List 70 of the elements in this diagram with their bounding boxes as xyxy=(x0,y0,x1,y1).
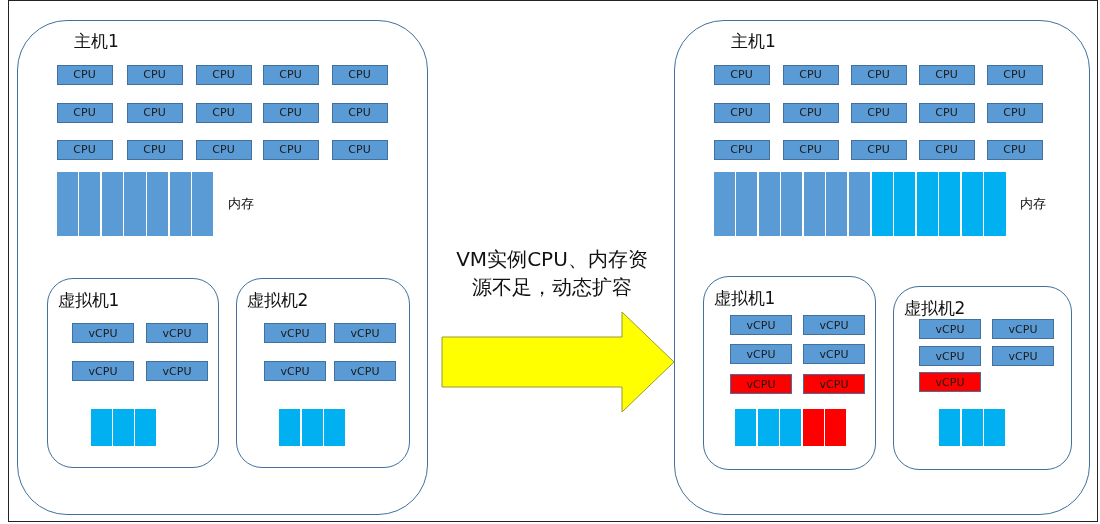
vm-box xyxy=(702,275,876,470)
host-title: 主机1 xyxy=(74,30,119,53)
memory-bar xyxy=(56,171,214,236)
cpu-chip: CPU xyxy=(195,139,252,160)
host-box xyxy=(674,20,1090,515)
vcpu-chip: vCPU xyxy=(264,361,326,381)
vm-title: 虚拟机2 xyxy=(246,288,309,312)
cpu-chip: CPU xyxy=(918,102,975,123)
memory-bar xyxy=(735,409,846,446)
cpu-chip: CPU xyxy=(331,139,388,160)
cpu-chip: CPU xyxy=(331,64,388,85)
cpu-chip: CPU xyxy=(782,64,839,85)
vcpu-chip: vCPU xyxy=(803,315,865,335)
cpu-chip: CPU xyxy=(195,102,252,123)
vcpu-chip: vCPU xyxy=(72,323,134,343)
cpu-chip: CPU xyxy=(262,102,319,123)
vcpu-chip: vCPU xyxy=(919,319,981,339)
cpu-chip: CPU xyxy=(713,64,770,85)
cpu-chip: CPU xyxy=(262,139,319,160)
cpu-chip: CPU xyxy=(126,139,183,160)
vm-title: 虚拟机2 xyxy=(903,296,966,320)
cpu-chip: CPU xyxy=(782,139,839,160)
cpu-chip: CPU xyxy=(56,139,113,160)
vcpu-chip: vCPU xyxy=(803,374,865,394)
cpu-chip: CPU xyxy=(850,102,907,123)
host-title: 主机1 xyxy=(731,30,776,53)
cpu-chip: CPU xyxy=(713,102,770,123)
vcpu-chip: vCPU xyxy=(146,361,208,381)
cpu-chip: CPU xyxy=(986,102,1043,123)
vcpu-chip: vCPU xyxy=(730,374,792,394)
cpu-chip: CPU xyxy=(782,102,839,123)
vcpu-chip: vCPU xyxy=(264,323,326,343)
vcpu-chip: vCPU xyxy=(334,323,396,343)
cpu-chip: CPU xyxy=(195,64,252,85)
vcpu-chip: vCPU xyxy=(803,344,865,364)
memory-label: 内存 xyxy=(227,194,254,213)
cpu-chip: CPU xyxy=(713,139,770,160)
memory-bar xyxy=(713,171,1006,236)
vm-box xyxy=(235,277,410,468)
cpu-chip: CPU xyxy=(918,64,975,85)
vcpu-chip: vCPU xyxy=(730,315,792,335)
cpu-chip: CPU xyxy=(331,102,388,123)
cpu-chip: CPU xyxy=(986,139,1043,160)
vcpu-chip: vCPU xyxy=(992,346,1054,366)
vcpu-chip: vCPU xyxy=(146,323,208,343)
vm-box xyxy=(892,285,1072,470)
vcpu-chip: vCPU xyxy=(334,361,396,381)
memory-label: 内存 xyxy=(1019,194,1046,213)
cpu-chip: CPU xyxy=(56,64,113,85)
cpu-chip: CPU xyxy=(850,64,907,85)
cpu-chip: CPU xyxy=(850,139,907,160)
vm-box xyxy=(46,277,219,468)
memory-bar xyxy=(91,409,156,446)
cpu-chip: CPU xyxy=(918,139,975,160)
vm-title: 虚拟机1 xyxy=(57,288,120,312)
vcpu-chip: vCPU xyxy=(919,346,981,366)
memory-bar xyxy=(939,409,1005,446)
cpu-chip: CPU xyxy=(126,102,183,123)
cpu-chip: CPU xyxy=(986,64,1043,85)
host-box xyxy=(17,20,428,515)
cpu-chip: CPU xyxy=(126,64,183,85)
vcpu-chip: vCPU xyxy=(730,344,792,364)
vcpu-chip: vCPU xyxy=(919,372,981,392)
memory-bar xyxy=(279,409,345,446)
cpu-chip: CPU xyxy=(56,102,113,123)
vm-title: 虚拟机1 xyxy=(713,286,776,310)
vcpu-chip: vCPU xyxy=(992,319,1054,339)
vcpu-chip: vCPU xyxy=(72,361,134,381)
block-arrow xyxy=(441,311,675,413)
cpu-chip: CPU xyxy=(262,64,319,85)
